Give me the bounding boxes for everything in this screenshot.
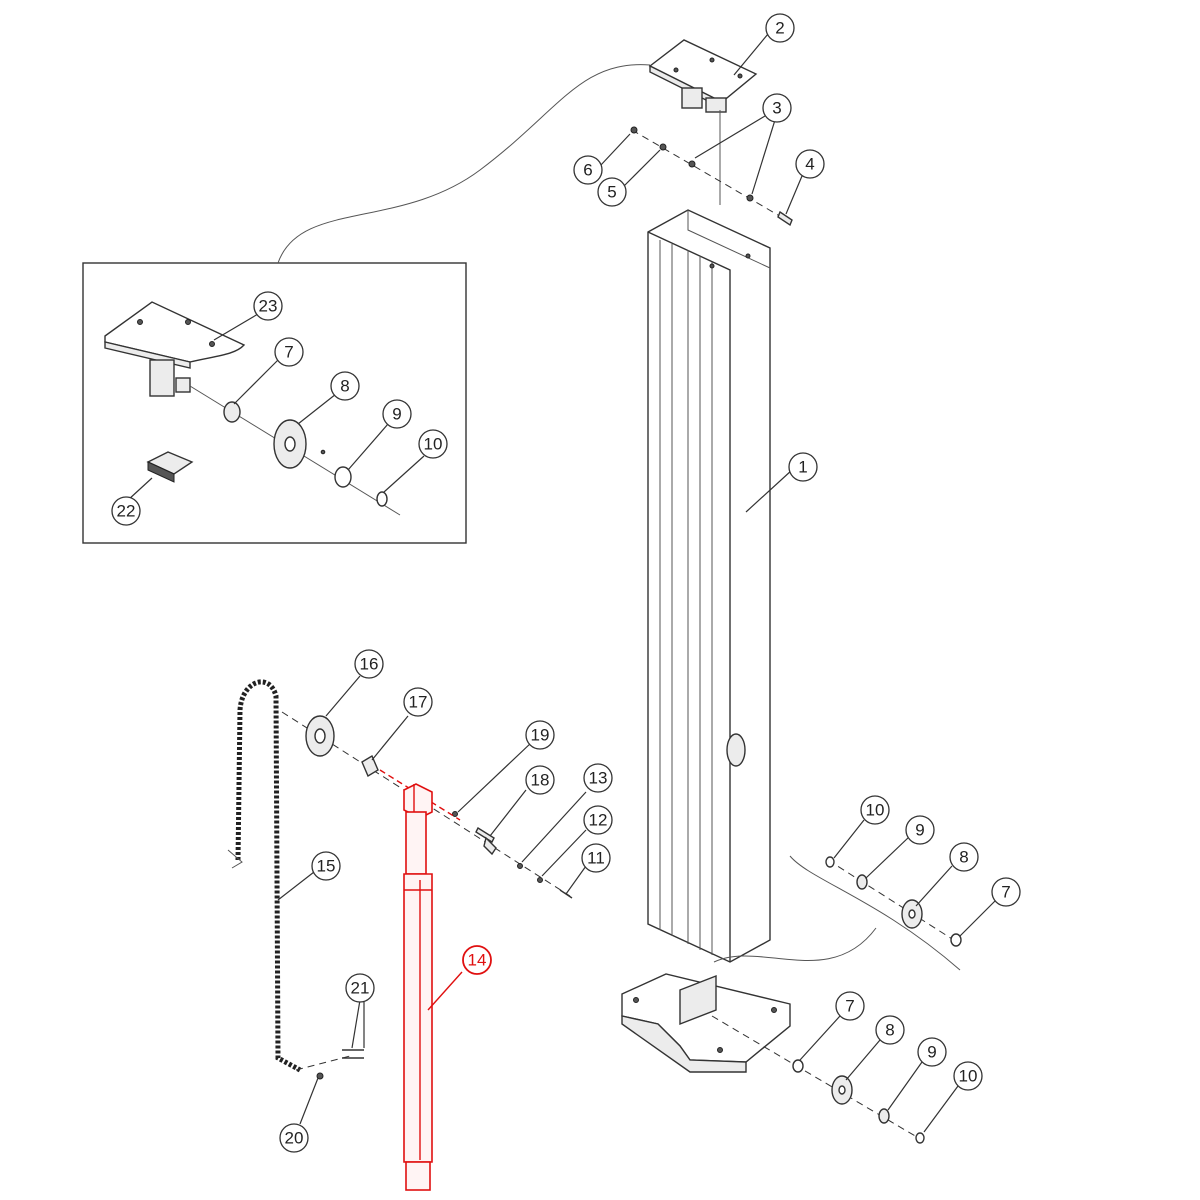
callout-1: 1	[788, 452, 818, 482]
svg-text:5: 5	[607, 183, 616, 202]
svg-text:9: 9	[927, 1043, 936, 1062]
right-hardware-upper	[825, 856, 962, 947]
svg-text:23: 23	[259, 297, 278, 316]
svg-text:17: 17	[409, 693, 428, 712]
svg-text:8: 8	[885, 1021, 894, 1040]
svg-text:14: 14	[468, 951, 487, 970]
svg-text:6: 6	[583, 161, 592, 180]
callout-8-lower: 8	[875, 1015, 905, 1045]
callout-10-inset: 10	[418, 429, 448, 459]
callout-15: 15	[311, 851, 341, 881]
top-plate-assembly	[630, 39, 793, 227]
detail-inset	[82, 64, 651, 544]
main-column	[621, 209, 961, 1073]
callout-5: 5	[597, 177, 627, 207]
svg-text:8: 8	[340, 377, 349, 396]
svg-text:2: 2	[775, 19, 784, 38]
svg-text:9: 9	[915, 821, 924, 840]
callout-9-upper: 9	[905, 815, 935, 845]
svg-text:21: 21	[351, 979, 370, 998]
callout-22: 22	[111, 496, 141, 526]
callout-18: 18	[525, 765, 555, 795]
callout-13: 13	[583, 763, 613, 793]
leader-lines	[127, 33, 997, 1133]
callout-7-upper: 7	[991, 877, 1021, 907]
callout-19: 19	[525, 720, 555, 750]
svg-text:15: 15	[317, 857, 336, 876]
svg-text:7: 7	[284, 343, 293, 362]
callout-16: 16	[354, 649, 384, 679]
svg-text:22: 22	[117, 502, 136, 521]
callout-14: 14	[462, 945, 492, 975]
svg-text:1: 1	[798, 458, 807, 477]
svg-text:7: 7	[1001, 883, 1010, 902]
callout-10-lower: 10	[953, 1061, 983, 1091]
svg-text:10: 10	[866, 801, 885, 820]
svg-text:13: 13	[589, 769, 608, 788]
callout-2: 2	[765, 13, 795, 43]
callout-3: 3	[762, 93, 792, 123]
svg-text:10: 10	[959, 1067, 978, 1086]
svg-text:18: 18	[531, 771, 550, 790]
callout-9-inset: 9	[382, 399, 412, 429]
chain-link-hardware	[295, 1049, 364, 1080]
svg-text:7: 7	[845, 997, 854, 1016]
actuator-highlighted	[379, 769, 463, 1191]
callout-6: 6	[573, 155, 603, 185]
svg-text:19: 19	[531, 726, 550, 745]
svg-text:16: 16	[360, 655, 379, 674]
right-hardware-lower	[711, 1015, 925, 1144]
callout-10-upper: 10	[860, 795, 890, 825]
callout-23: 23	[253, 291, 283, 321]
svg-text:11: 11	[587, 849, 605, 868]
svg-text:20: 20	[285, 1129, 304, 1148]
svg-text:4: 4	[805, 155, 814, 174]
callout-7-inset: 7	[274, 337, 304, 367]
svg-text:12: 12	[589, 811, 608, 830]
callout-8-upper: 8	[949, 842, 979, 872]
svg-text:8: 8	[959, 848, 968, 867]
callout-7-lower: 7	[835, 991, 865, 1021]
callout-21: 21	[345, 973, 375, 1003]
chain	[227, 679, 302, 1073]
svg-text:3: 3	[772, 99, 781, 118]
svg-text:10: 10	[424, 435, 443, 454]
callout-8-inset: 8	[330, 371, 360, 401]
callout-12: 12	[583, 805, 613, 835]
callout-11: 11	[581, 843, 611, 873]
callout-4: 4	[795, 149, 825, 179]
callout-20: 20	[279, 1123, 309, 1153]
callout-9-lower: 9	[917, 1037, 947, 1067]
svg-text:9: 9	[392, 405, 401, 424]
callout-17: 17	[403, 687, 433, 717]
